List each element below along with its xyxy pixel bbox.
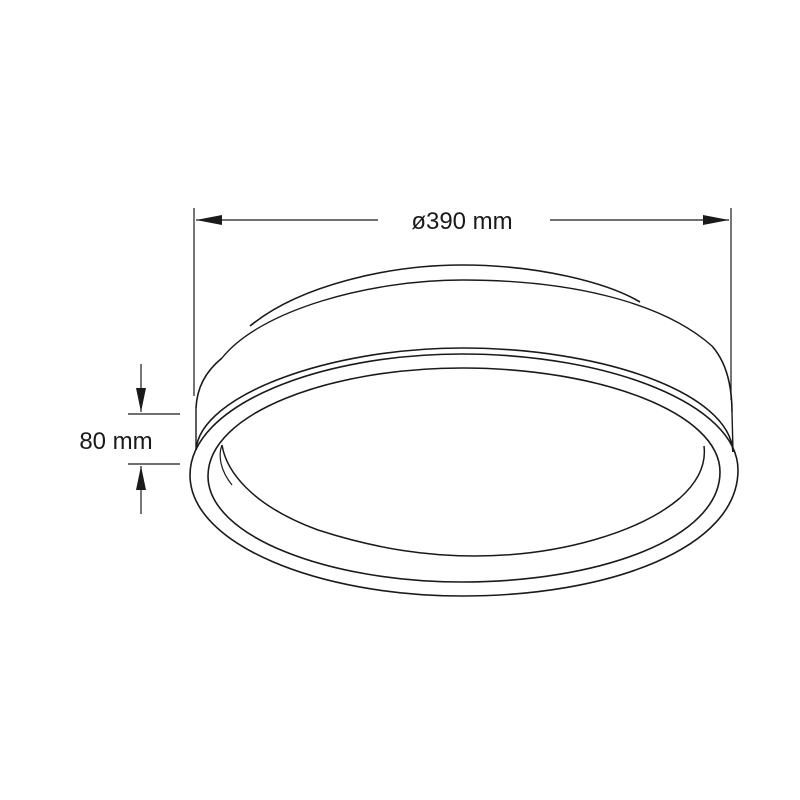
diameter-label: ø390 mm [411,208,512,235]
outer-wall-right [711,345,733,413]
front-rim-upper [195,347,734,453]
bottom-outer-edge [189,353,739,597]
top-rim-back [249,264,641,327]
diffuser-left-shade [219,444,233,486]
top-rim-back-inner [221,279,713,359]
diameter-arrow-right [703,215,729,225]
outer-wall-left [195,357,223,409]
diameter-dimension: ø390 mm [193,208,732,400]
height-dimension: 80 mm [79,364,180,514]
bottom-inner-edge [207,367,721,583]
diffuser-inner [221,444,706,557]
height-arrow-top [136,388,146,412]
lamp-body [189,264,739,597]
side-join-right [731,411,734,453]
height-arrow-bottom [136,466,146,490]
diameter-arrow-left [196,215,222,225]
height-label: 80 mm [79,428,152,455]
